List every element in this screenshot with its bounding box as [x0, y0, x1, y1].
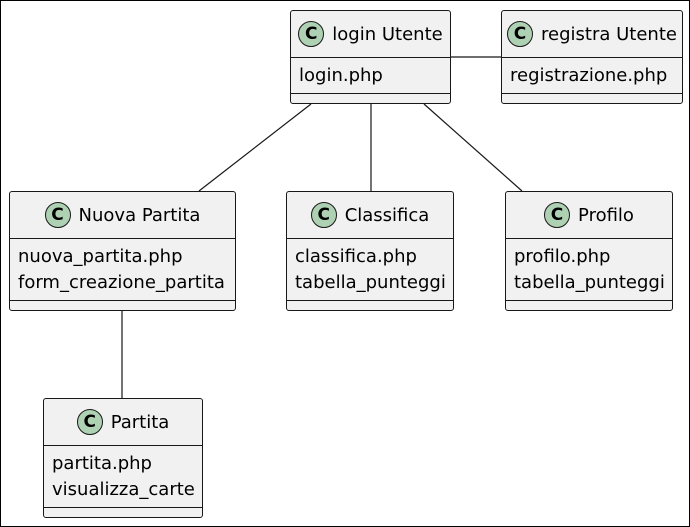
class-member: login.php — [299, 65, 383, 86]
class-name: Nuova Partita — [78, 204, 201, 226]
class-name: registra Utente — [541, 23, 677, 45]
class-member: registrazione.php — [510, 65, 668, 86]
class-member: tabella_punteggi — [295, 272, 446, 293]
class-profilo[interactable]: C Profilo profilo.php tabella_punteggi — [505, 191, 673, 311]
class-methods-section — [287, 301, 453, 309]
class-methods-section — [10, 301, 235, 309]
class-c-icon: C — [44, 202, 71, 228]
class-members: registrazione.php — [502, 58, 682, 94]
class-member: tabella_punteggi — [514, 272, 665, 293]
class-header: C Nuova Partita — [10, 192, 235, 239]
class-members: profilo.php tabella_punteggi — [506, 239, 672, 301]
class-members: nuova_partita.php form_creazione_partita — [10, 239, 235, 301]
class-member: profilo.php — [514, 246, 611, 267]
class-classifica[interactable]: C Classifica classifica.php tabella_punt… — [286, 191, 454, 311]
class-member: form_creazione_partita — [18, 272, 225, 293]
class-header: C Partita — [44, 399, 202, 446]
class-methods-section — [44, 508, 202, 516]
link-login-nuova — [198, 103, 312, 192]
class-name: login Utente — [332, 23, 443, 45]
class-members: login.php — [291, 58, 450, 94]
class-members: partita.php visualizza_carte — [44, 446, 202, 508]
class-members: classifica.php tabella_punteggi — [287, 239, 453, 301]
class-nuova-partita[interactable]: C Nuova Partita nuova_partita.php form_c… — [9, 191, 236, 311]
class-methods-section — [506, 301, 672, 309]
class-partita[interactable]: C Partita partita.php visualizza_carte — [43, 398, 203, 518]
class-name: Profilo — [578, 204, 634, 226]
class-member: nuova_partita.php — [18, 246, 183, 267]
class-header: C Classifica — [287, 192, 453, 239]
class-c-icon: C — [310, 202, 337, 228]
class-member: visualizza_carte — [52, 479, 195, 500]
class-header: C login Utente — [291, 11, 450, 58]
class-member: classifica.php — [295, 246, 417, 267]
class-c-icon: C — [544, 202, 571, 228]
link-login-profilo — [423, 103, 523, 192]
class-login-utente[interactable]: C login Utente login.php — [290, 10, 451, 104]
class-header: C Profilo — [506, 192, 672, 239]
class-header: C registra Utente — [502, 11, 682, 58]
class-name: Partita — [110, 411, 170, 433]
class-c-icon: C — [507, 21, 534, 47]
class-c-icon: C — [76, 409, 103, 435]
class-methods-section — [502, 94, 682, 102]
class-member: partita.php — [52, 453, 152, 474]
class-registra-utente[interactable]: C registra Utente registrazione.php — [501, 10, 683, 104]
class-name: Classifica — [344, 204, 430, 226]
class-methods-section — [291, 94, 450, 102]
class-c-icon: C — [298, 21, 325, 47]
